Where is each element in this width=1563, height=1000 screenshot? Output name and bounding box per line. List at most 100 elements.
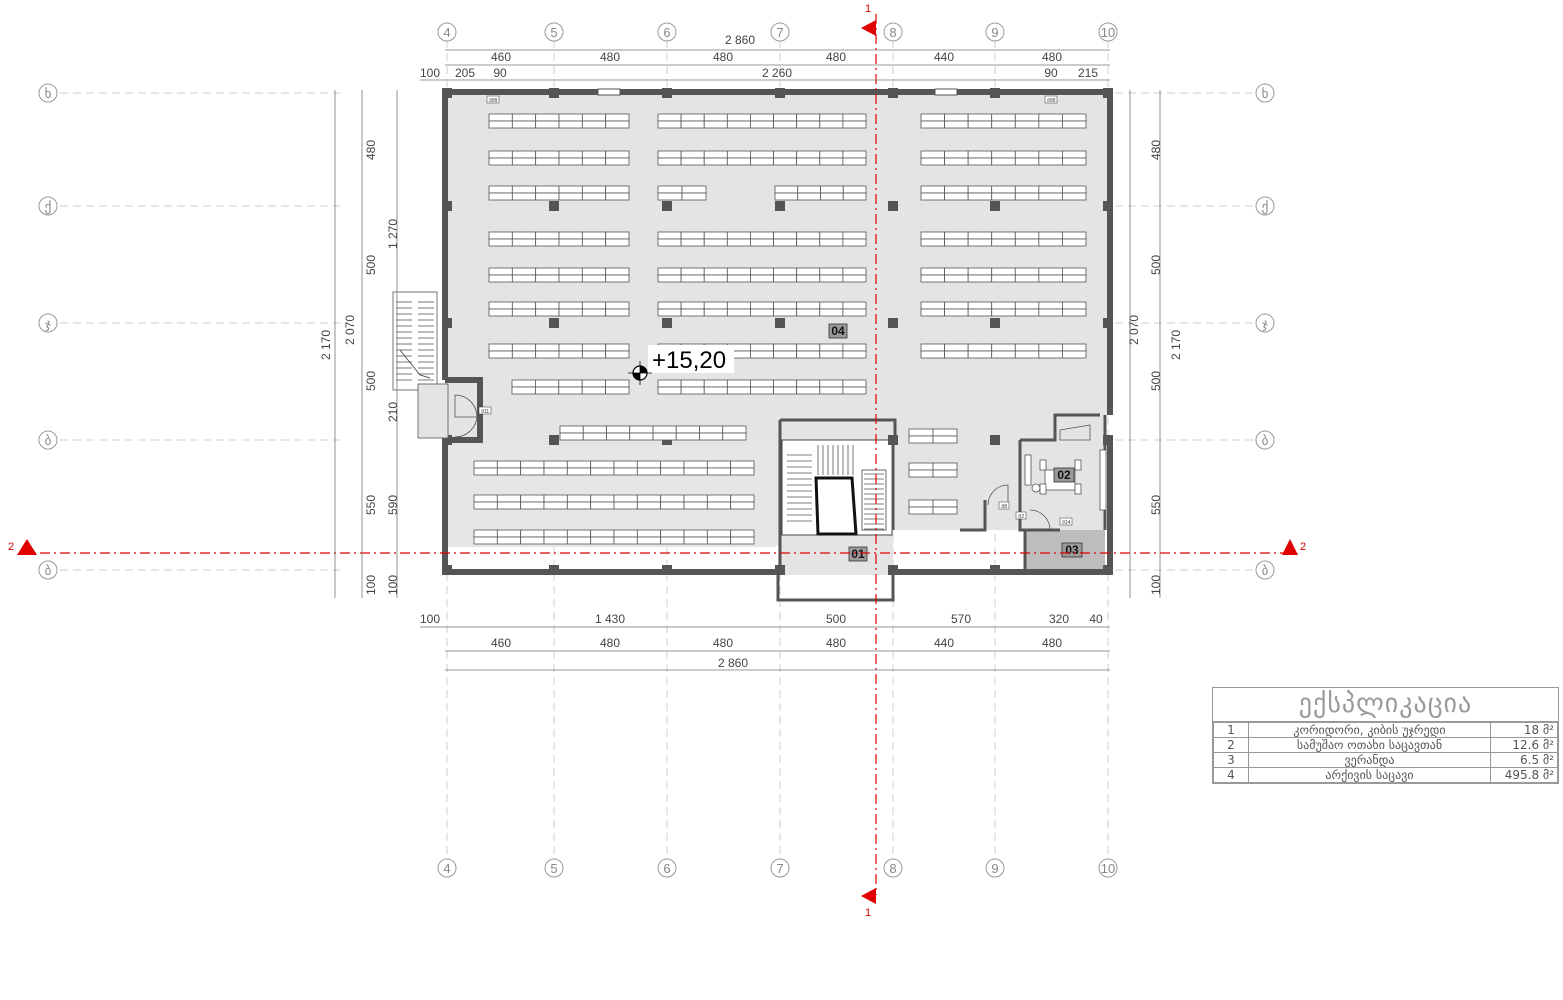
shelf-unit xyxy=(730,536,755,545)
shelf-unit xyxy=(944,301,969,310)
shelf-unit xyxy=(773,157,798,166)
axis-label: 6 xyxy=(663,25,670,40)
shelf-unit xyxy=(944,157,969,166)
column xyxy=(549,435,559,445)
shelf-unit xyxy=(944,120,969,129)
dimension-label: 100 xyxy=(364,575,378,595)
shelf-unit xyxy=(819,379,844,388)
axis-label: 4 xyxy=(443,25,450,40)
door-tags: Ჟ99 Ჟ99 Ჟ11 Ჟ8 Ჟ2 Ჟ14 xyxy=(478,95,1073,526)
shelf-unit xyxy=(920,231,945,240)
elevation-marker: +15,20 xyxy=(628,345,734,385)
shelf-unit xyxy=(991,267,1016,276)
shelf-unit xyxy=(699,432,724,441)
shelf-unit xyxy=(703,274,728,283)
shelf-unit xyxy=(488,185,513,194)
shelf-unit xyxy=(605,150,630,159)
shelf-unit xyxy=(496,467,522,476)
shelf-unit xyxy=(660,501,685,510)
column xyxy=(888,565,898,575)
shelf-unit xyxy=(559,425,584,434)
dimension-label: 500 xyxy=(364,371,378,391)
dimension-label: 550 xyxy=(1149,495,1163,515)
shelf-unit xyxy=(488,150,513,159)
shelf-unit xyxy=(488,192,513,201)
shelf-unit xyxy=(750,120,774,129)
shelf-unit xyxy=(944,113,969,122)
row-number: 2 xyxy=(1213,737,1249,753)
shelf-unit xyxy=(908,499,934,508)
dimension-label: 2 860 xyxy=(718,656,748,670)
shelf-unit xyxy=(605,350,630,359)
shelf-unit xyxy=(1062,113,1087,122)
shelf-unit xyxy=(657,150,682,159)
axis-label: ბ xyxy=(1262,563,1269,578)
shelf-unit xyxy=(703,113,728,122)
dimension-label: 480 xyxy=(364,140,378,160)
shelf-unit xyxy=(797,192,821,201)
dimension-label: 1 430 xyxy=(595,612,625,626)
axis-bubble xyxy=(883,22,903,42)
column xyxy=(549,565,559,575)
shelf-unit xyxy=(473,467,498,476)
shelf-unit xyxy=(511,308,537,317)
section-label-top: 1 xyxy=(865,3,871,15)
shelf-unit xyxy=(488,350,513,359)
shelf-unit xyxy=(991,343,1016,352)
axis-bubble xyxy=(1255,430,1275,450)
internal-stair xyxy=(787,445,887,536)
shelf-unit xyxy=(920,120,945,129)
shelf-unit xyxy=(703,386,728,395)
shelf-unit xyxy=(1038,274,1063,283)
shelf-unit xyxy=(581,157,607,166)
shelf-unit xyxy=(680,267,705,276)
row-number: 3 xyxy=(1213,752,1249,768)
section-label-left: 2 xyxy=(8,541,14,553)
shelf-unit xyxy=(488,274,513,283)
shelf-unit xyxy=(558,157,583,166)
shelf-unit xyxy=(703,238,728,247)
shelf-unit xyxy=(796,238,821,247)
column xyxy=(775,318,785,328)
shelf-unit xyxy=(726,157,751,166)
shelf-unit xyxy=(750,150,774,159)
shelf-unit xyxy=(511,350,537,359)
shelf-unit xyxy=(680,238,705,247)
shelf-unit xyxy=(819,386,844,395)
shelf-unit xyxy=(967,274,993,283)
axis-label: ბ xyxy=(45,433,52,448)
elevation-label: +15,20 xyxy=(652,347,726,374)
shelf-unit xyxy=(842,379,867,388)
shelf-unit xyxy=(944,238,969,247)
dimension-label: 480 xyxy=(826,50,846,64)
dimension-label: 440 xyxy=(934,50,954,64)
shelf-unit xyxy=(1062,192,1087,201)
shelf-unit xyxy=(582,425,607,434)
shelf-unit xyxy=(581,301,607,310)
shelf-unit xyxy=(967,150,993,159)
shelf-unit xyxy=(680,308,705,317)
shelf-unit xyxy=(1062,120,1087,129)
shelf-unit xyxy=(605,238,630,247)
shelf-unit xyxy=(652,425,677,434)
shelf-unit xyxy=(1014,192,1040,201)
shelf-unit xyxy=(581,379,607,388)
shelf-unit xyxy=(920,301,945,310)
shelf-unit xyxy=(511,231,537,240)
shelf-unit xyxy=(657,274,682,283)
shelf-unit xyxy=(944,308,969,317)
shelf-unit xyxy=(842,386,867,395)
shelf-unit xyxy=(590,501,615,510)
shelf-unit xyxy=(558,350,583,359)
shelf-unit xyxy=(488,238,513,247)
axis-bubble xyxy=(1098,22,1118,42)
shelf-unit xyxy=(1062,267,1087,276)
shelf-unit xyxy=(706,501,732,510)
shelf-unit xyxy=(657,113,682,122)
shelf-unit xyxy=(730,494,755,503)
shelf-unit xyxy=(473,460,498,469)
room-tag-02: 02 xyxy=(1057,468,1071,482)
shelf-unit xyxy=(796,301,821,310)
shelf-unit xyxy=(819,343,844,352)
column xyxy=(775,565,785,575)
